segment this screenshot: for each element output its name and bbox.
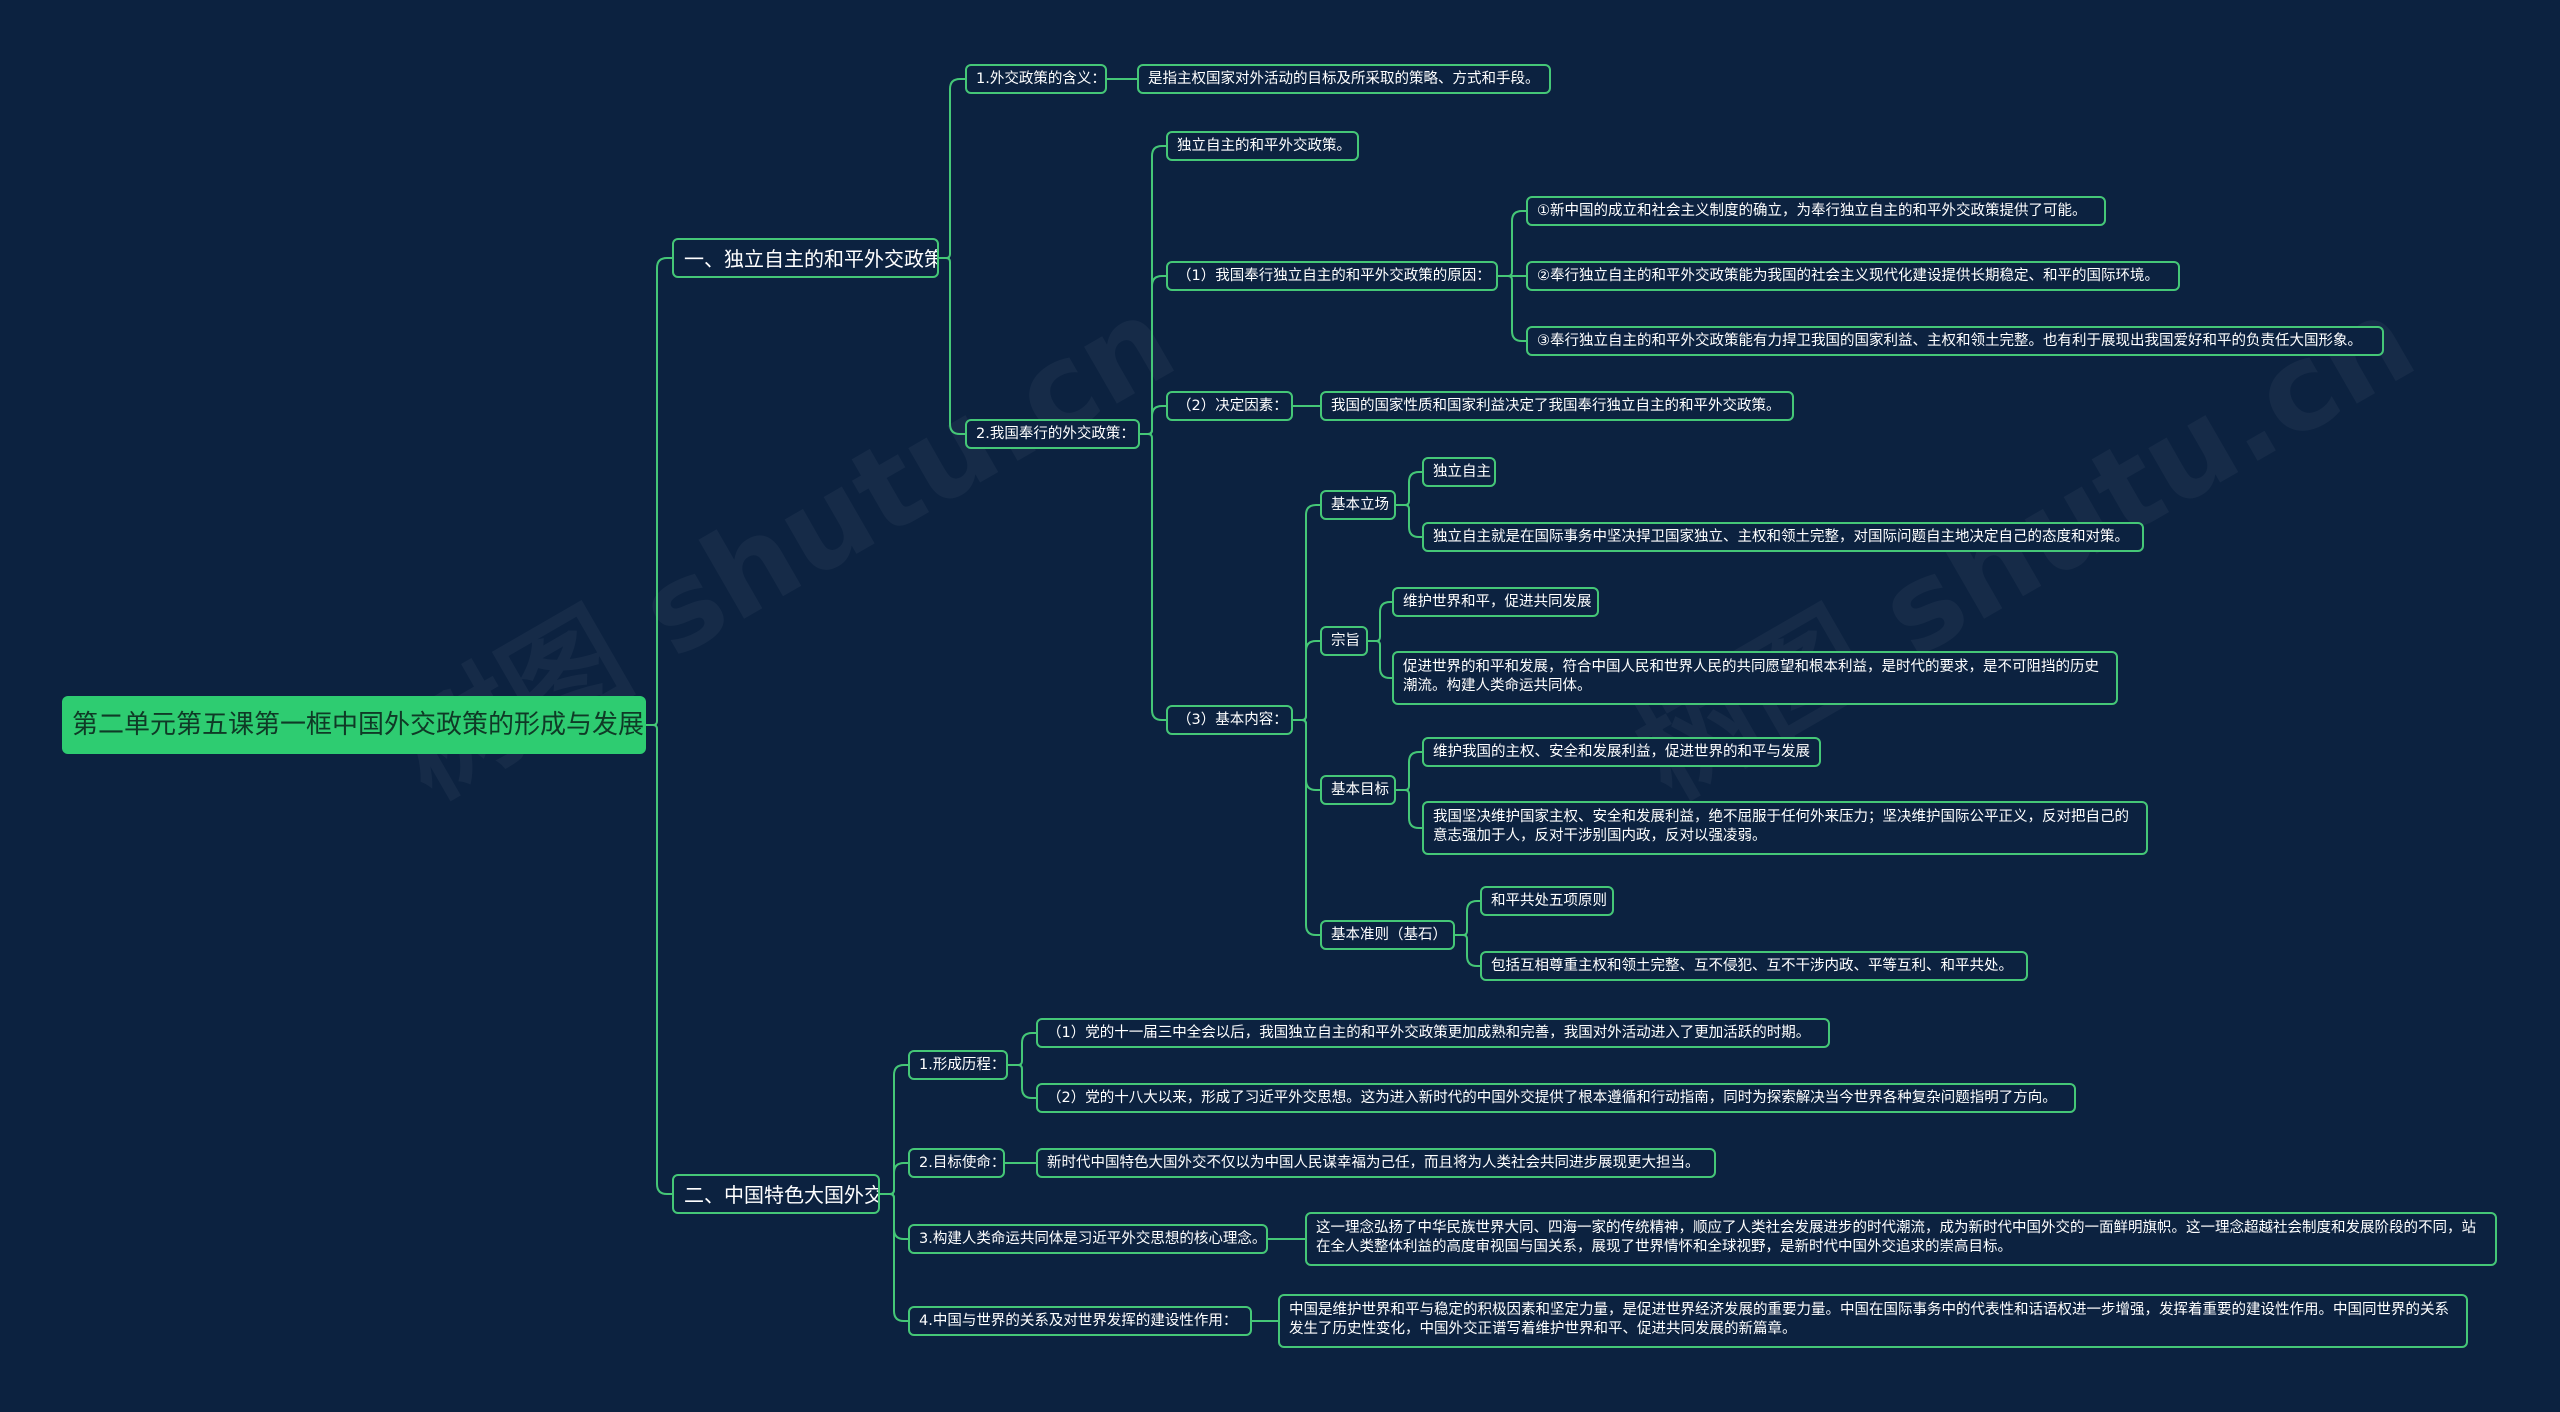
connector-line [1396, 789, 1422, 829]
node-basic-principles[interactable]: 基本准则（基石） [1320, 920, 1455, 950]
node-basic-stance[interactable]: 基本立场 [1320, 490, 1396, 520]
connector-line [646, 257, 672, 726]
connector-line [1368, 601, 1392, 642]
connector-line [1455, 934, 1480, 967]
node-purpose-peace[interactable]: 维护世界和平，促进共同发展 [1392, 587, 1599, 617]
node-purpose[interactable]: 宗旨 [1320, 626, 1368, 656]
connector-line [1293, 719, 1320, 936]
node-goal-mission-detail[interactable]: 新时代中国特色大国外交不仅以为中国人民谋幸福为己任，而且将为人类社会共同进步展现… [1036, 1148, 1716, 1178]
node-china-world-relations-detail[interactable]: 中国是维护世界和平与稳定的积极因素和坚定力量，是促进世界经济发展的重要力量。中国… [1278, 1294, 2468, 1348]
connector-line [1396, 751, 1422, 791]
connector-line [939, 257, 965, 435]
connector-line [880, 1162, 908, 1195]
node-independence[interactable]: 独立自主 [1422, 457, 1496, 487]
connector-line [1498, 275, 1526, 342]
connector-line [1396, 504, 1422, 538]
node-deciding-factor-detail[interactable]: 我国的国家性质和国家利益决定了我国奉行独立自主的和平外交政策。 [1320, 391, 1794, 421]
node-independent-peace[interactable]: 独立自主的和平外交政策。 [1166, 131, 1359, 161]
node-basic-goal[interactable]: 基本目标 [1320, 775, 1396, 805]
node-goal-detail[interactable]: 我国坚决维护国家主权、安全和发展利益，绝不屈服于任何外来压力；坚决维护国际公平正… [1422, 801, 2148, 855]
node-basic-content[interactable]: （3）基本内容： [1166, 705, 1293, 735]
node-reason-2[interactable]: ②奉行独立自主的和平外交政策能为我国的社会主义现代化建设提供长期稳定、和平的国际… [1526, 261, 2180, 291]
connector-line [646, 724, 672, 1195]
connector-line [1140, 433, 1166, 721]
node-policy-meaning-detail[interactable]: 是指主权国家对外活动的目标及所采取的策略、方式和手段。 [1137, 64, 1551, 94]
node-our-policy[interactable]: 2.我国奉行的外交政策： [965, 419, 1140, 449]
branch-major-country-diplomacy[interactable]: 二、中国特色大国外交 [672, 1174, 880, 1214]
connector-line [1455, 900, 1480, 936]
connector-line [1396, 471, 1422, 506]
connector-line [1368, 640, 1392, 679]
node-reason-3[interactable]: ③奉行独立自主的和平外交政策能有力捍卫我国的国家利益、主权和领土完整。也有利于展… [1526, 326, 2384, 356]
node-independence-detail[interactable]: 独立自主就是在国际事务中坚决捍卫国家独立、主权和领土完整，对国际问题自主地决定自… [1422, 522, 2144, 552]
root-node[interactable]: 第二单元第五课第一框中国外交政策的形成与发展 [62, 696, 646, 754]
node-goal-mission[interactable]: 2.目标使命： [908, 1148, 1005, 1178]
connector-line [880, 1193, 908, 1322]
connector-line [1008, 1064, 1036, 1099]
node-five-principles-detail[interactable]: 包括互相尊重主权和领土完整、互不侵犯、互不干涉内政、平等互利、和平共处。 [1480, 951, 2028, 981]
node-community-concept[interactable]: 3.构建人类命运共同体是习近平外交思想的核心理念。 [908, 1224, 1268, 1254]
node-reasons[interactable]: （1）我国奉行独立自主的和平外交政策的原因： [1166, 261, 1498, 291]
node-five-principles[interactable]: 和平共处五项原则 [1480, 886, 1614, 916]
node-purpose-detail[interactable]: 促进世界的和平和发展，符合中国人民和世界人民的共同愿望和根本利益，是时代的要求，… [1392, 651, 2118, 705]
connector-line [1293, 640, 1320, 721]
connector-line [1498, 210, 1526, 277]
connector-line [1008, 1032, 1036, 1066]
connector-line [939, 78, 965, 259]
node-goal-summary[interactable]: 维护我国的主权、安全和发展利益，促进世界的和平与发展 [1422, 737, 1821, 767]
node-history-1[interactable]: （1）党的十一届三中全会以后，我国独立自主的和平外交政策更加成熟和完善，我国对外… [1036, 1018, 1830, 1048]
node-deciding-factor[interactable]: （2）决定因素： [1166, 391, 1293, 421]
connector-line [1140, 405, 1166, 435]
node-history-2[interactable]: （2）党的十八大以来，形成了习近平外交思想。这为进入新时代的中国外交提供了根本遵… [1036, 1083, 2076, 1113]
branch-independent-peace-policy[interactable]: 一、独立自主的和平外交政策 [672, 238, 939, 278]
node-community-concept-detail[interactable]: 这一理念弘扬了中华民族世界大同、四海一家的传统精神，顺应了人类社会发展进步的时代… [1305, 1212, 2497, 1266]
node-china-world-relations[interactable]: 4.中国与世界的关系及对世界发挥的建设性作用： [908, 1306, 1252, 1336]
node-policy-meaning[interactable]: 1.外交政策的含义： [965, 64, 1107, 94]
node-formation-history[interactable]: 1.形成历程： [908, 1050, 1008, 1080]
node-reason-1[interactable]: ①新中国的成立和社会主义制度的确立，为奉行独立自主的和平外交政策提供了可能。 [1526, 196, 2106, 226]
